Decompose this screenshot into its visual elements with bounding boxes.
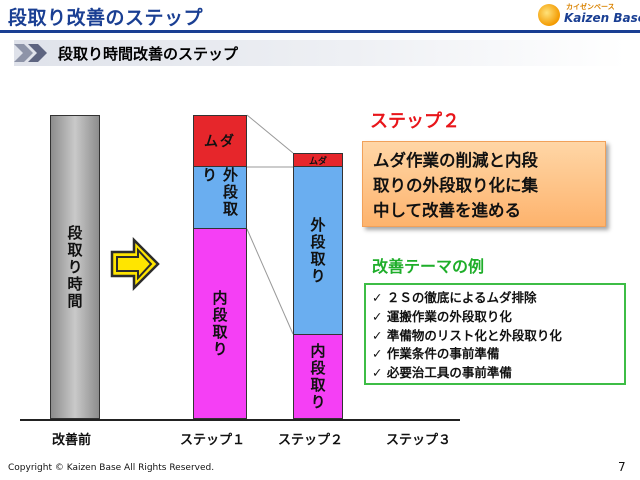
step1-outer-label: 外段取り <box>200 167 239 218</box>
theme-list: ✓ ２Ｓの徹底によるムダ排除 ✓ 運搬作業の外段取り化 ✓ 準備物のリスト化と外… <box>364 283 626 385</box>
theme-item-text: 必要治工具の事前準備 <box>386 365 512 381</box>
arrow-right-icon <box>110 236 160 292</box>
before-bar: 段取り時間 <box>50 115 100 419</box>
list-item: ✓ 準備物のリスト化と外段取り化 <box>372 327 618 346</box>
chevron-right-icon <box>14 44 47 62</box>
theme-heading: 改善テーマの例 <box>372 257 485 276</box>
step2-line-3: 中して改善を進める <box>373 201 522 220</box>
sun-icon <box>538 4 560 26</box>
page-number: 7 <box>618 460 626 474</box>
step2-inner-segment: 内段取り <box>293 334 343 419</box>
theme-item-text: 作業条件の事前準備 <box>386 346 500 362</box>
step1-inner-label: 内段取り <box>210 289 229 358</box>
step2-outer-label: 外段取り <box>308 216 327 285</box>
step1-outer-segment: 外段取り <box>193 166 247 229</box>
list-item: ✓ ２Ｓの徹底によるムダ排除 <box>372 289 618 308</box>
check-icon: ✓ <box>372 365 387 381</box>
before-bar-label: 段取り時間 <box>65 224 84 310</box>
list-item: ✓ 必要治工具の事前準備 <box>372 364 618 383</box>
step2-muda-label: ムダ <box>308 156 327 167</box>
step2-muda-segment: ムダ <box>293 153 343 167</box>
step1-muda-segment: ムダ <box>193 115 247 167</box>
kaizen-base-logo: カイゼンベース Kaizen Base <box>538 2 640 30</box>
page-title: 段取り改善のステップ <box>8 7 204 29</box>
step2-inner-label: 内段取り <box>308 342 327 411</box>
list-item: ✓ 運搬作業の外段取り化 <box>372 308 618 327</box>
step2-line-2: 取りの外段取り化に集 <box>373 176 538 195</box>
step2-description-box: ムダ作業の削減と内段 取りの外段取り化に集 中して改善を進める <box>362 141 606 227</box>
title-divider <box>0 30 640 33</box>
category-step1: ステップ１ <box>180 433 246 448</box>
check-icon: ✓ <box>372 327 387 343</box>
category-step2: ステップ２ <box>278 433 344 448</box>
step2-line-1: ムダ作業の削減と内段 <box>373 151 538 170</box>
step1-muda-label: ムダ <box>204 134 236 150</box>
copyright: Copyright © Kaizen Base All Rights Reser… <box>8 463 215 473</box>
check-icon: ✓ <box>372 290 387 305</box>
logo-subtext: カイゼンベース <box>566 3 615 11</box>
theme-item-text: 準備物のリスト化と外段取り化 <box>386 327 562 343</box>
logo-text: Kaizen Base <box>564 11 640 25</box>
list-item: ✓ 作業条件の事前準備 <box>372 345 618 364</box>
theme-item-text: ２Ｓの徹底によるムダ排除 <box>386 290 537 305</box>
subtitle-band <box>14 40 626 66</box>
check-icon: ✓ <box>372 346 387 362</box>
step2-heading: ステップ２ <box>370 111 460 132</box>
subtitle: 段取り時間改善のステップ <box>58 45 239 63</box>
step2-outer-segment: 外段取り <box>293 166 343 335</box>
category-step3: ステップ３ <box>386 433 452 448</box>
chart-baseline <box>20 419 460 421</box>
check-icon: ✓ <box>372 308 387 324</box>
step1-inner-segment: 内段取り <box>193 228 247 419</box>
category-before: 改善前 <box>52 433 92 448</box>
theme-item-text: 運搬作業の外段取り化 <box>386 308 512 324</box>
